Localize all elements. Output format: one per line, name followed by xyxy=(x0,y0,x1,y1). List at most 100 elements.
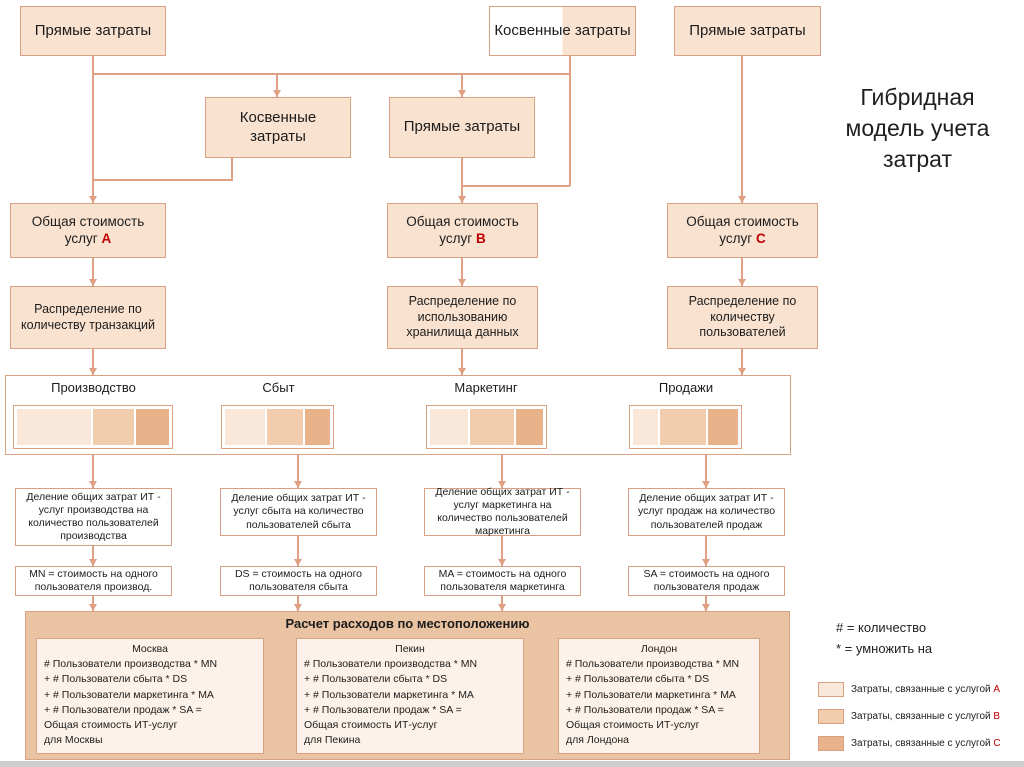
dept-label-sales-dist: Сбыт xyxy=(262,380,295,395)
city-formula-moscow: # Пользователи производства * MN+ # Поль… xyxy=(44,658,218,747)
connector-line xyxy=(92,455,94,488)
city-name-moscow: Москва xyxy=(132,643,168,655)
city-name-beijing: Пекин xyxy=(395,643,425,655)
slide-title: Гибридная модель учета затрат xyxy=(845,84,990,173)
arrowhead-down-icon xyxy=(88,279,97,286)
bar-segment-service-c xyxy=(515,409,543,445)
connector-line xyxy=(705,596,707,611)
division-box-sales-dist: Деление общих затрат ИТ - услуг сбыта на… xyxy=(220,488,377,536)
dept-label-marketing: Маркетинг xyxy=(454,380,518,395)
bar-segment-service-c xyxy=(136,409,169,445)
connector-line xyxy=(92,596,94,611)
legend-row-c: Затраты, связанные с услугой C xyxy=(818,736,1024,751)
arrowhead-down-icon xyxy=(88,481,97,488)
box-indirect-costs-top-label: Косвенные затраты xyxy=(494,21,631,39)
connector-line xyxy=(741,258,743,286)
bar-segment-service-c xyxy=(707,409,738,445)
note-multiply: * = умножить на xyxy=(836,640,933,656)
legend-label-c: Затраты, связанные с услугой C xyxy=(851,738,1001,749)
city-name-london: Лондон xyxy=(640,643,678,655)
formula-box-sales-dist: DS = стоимость на одного пользователя сб… xyxy=(220,566,377,596)
dept-label-production: Производство xyxy=(51,380,136,395)
arrowhead-down-icon xyxy=(737,196,746,203)
legend-swatch-a xyxy=(818,682,844,697)
location-calc-panel: Расчет расходов по местоположению Москва… xyxy=(25,611,790,760)
location-box-london: Лондон # Пользователи производства * MN+… xyxy=(558,638,760,754)
box-direct-costs-b-label: Прямые затраты xyxy=(403,118,521,136)
connector-line xyxy=(92,258,94,286)
arrowhead-down-icon xyxy=(497,559,506,566)
connector-line xyxy=(705,455,707,488)
city-formula-beijing: # Пользователи производства * MN+ # Поль… xyxy=(304,658,478,747)
arrowhead-down-icon xyxy=(497,604,506,611)
slide-bottom-edge xyxy=(0,761,1024,767)
arrowhead-down-icon xyxy=(701,481,710,488)
box-indirect-costs-mid: Косвенные затраты xyxy=(205,97,351,158)
box-indirect-costs-top: Косвенные затраты xyxy=(489,6,636,56)
bar-segment-service-a xyxy=(225,409,266,445)
service-c-allocation-box: Распределение по количеству пользователе… xyxy=(667,286,818,349)
legend-row-b: Затраты, связанные с услугой B xyxy=(818,709,1024,724)
service-b-total-box: Общая стоимость услуг B xyxy=(387,203,538,258)
formula-box-sales: SA = стоимость на одного пользователя пр… xyxy=(628,566,785,596)
division-box-marketing: Деление общих затрат ИТ - услуг маркетин… xyxy=(424,486,581,537)
service-a-letter: A xyxy=(101,230,112,246)
service-b-allocation-label: Распределение по использованию хранилища… xyxy=(406,294,519,340)
legend-row-a: Затраты, связанные с услугой A xyxy=(818,682,1024,697)
connector-line xyxy=(461,74,463,97)
service-c-total-label: Общая стоимость услуг C xyxy=(686,213,799,246)
box-indirect-costs-mid-label: Косвенные затраты xyxy=(239,108,317,145)
connector-line xyxy=(741,349,743,375)
connector-line xyxy=(92,56,94,203)
division-box-sales: Деление общих затрат ИТ - услуг продаж н… xyxy=(628,488,785,536)
box-direct-costs-c-label: Прямые затраты xyxy=(689,21,806,39)
service-a-total-box: Общая стоимость услуг A xyxy=(10,203,166,258)
connector-line xyxy=(501,455,503,488)
arrowhead-down-icon xyxy=(293,481,302,488)
connector-line xyxy=(461,349,463,375)
box-direct-costs-a: Прямые затраты xyxy=(20,6,166,56)
note-count: # = количество xyxy=(836,620,927,635)
arrowhead-down-icon xyxy=(457,196,466,203)
cost-bar-production xyxy=(13,405,173,449)
arrowhead-down-icon xyxy=(88,604,97,611)
arrowhead-down-icon xyxy=(457,279,466,286)
cost-bar-sales-dist xyxy=(221,405,334,449)
city-formula-london: # Пользователи производства * MN+ # Поль… xyxy=(566,658,740,747)
connector-line xyxy=(276,74,278,97)
service-b-total-label: Общая стоимость услуг B xyxy=(406,213,519,246)
departments-panel: Производство Сбыт Маркетинг Продажи xyxy=(5,375,791,455)
legend-label-b: Затраты, связанные с услугой B xyxy=(851,711,1001,722)
service-a-allocation-box: Распределение по количеству транзакций xyxy=(10,286,166,349)
arrowhead-down-icon xyxy=(88,368,97,375)
notation-notes: # = количество * = умножить на xyxy=(836,618,932,660)
bar-segment-service-a xyxy=(430,409,469,445)
service-b-letter: B xyxy=(475,230,486,246)
connector-line xyxy=(501,596,503,611)
connector-line xyxy=(462,185,570,187)
service-a-allocation-label: Распределение по количеству транзакций xyxy=(21,301,155,332)
connector-line xyxy=(461,258,463,286)
connector-line xyxy=(297,455,299,488)
service-b-allocation-box: Распределение по использованию хранилища… xyxy=(387,286,538,349)
legend-swatch-b xyxy=(818,709,844,724)
bar-segment-service-b xyxy=(470,409,514,445)
service-c-total-box: Общая стоимость услуг C xyxy=(667,203,818,258)
arrowhead-down-icon xyxy=(293,604,302,611)
service-c-letter: C xyxy=(755,230,766,246)
connector-line xyxy=(569,56,571,186)
connector-line xyxy=(93,179,232,181)
arrowhead-down-icon xyxy=(457,90,466,97)
bar-segment-service-a xyxy=(633,409,659,445)
box-direct-costs-b: Прямые затраты xyxy=(389,97,535,158)
formula-box-production: MN = стоимость на одного пользователя пр… xyxy=(15,566,172,596)
connector-line xyxy=(501,536,503,566)
connector-line xyxy=(461,158,463,203)
box-direct-costs-a-label: Прямые затраты xyxy=(34,21,152,39)
connector-line xyxy=(92,349,94,375)
connector-line xyxy=(92,546,94,566)
arrowhead-down-icon xyxy=(272,90,281,97)
bar-segment-service-b xyxy=(660,409,706,445)
cost-bar-marketing xyxy=(426,405,547,449)
